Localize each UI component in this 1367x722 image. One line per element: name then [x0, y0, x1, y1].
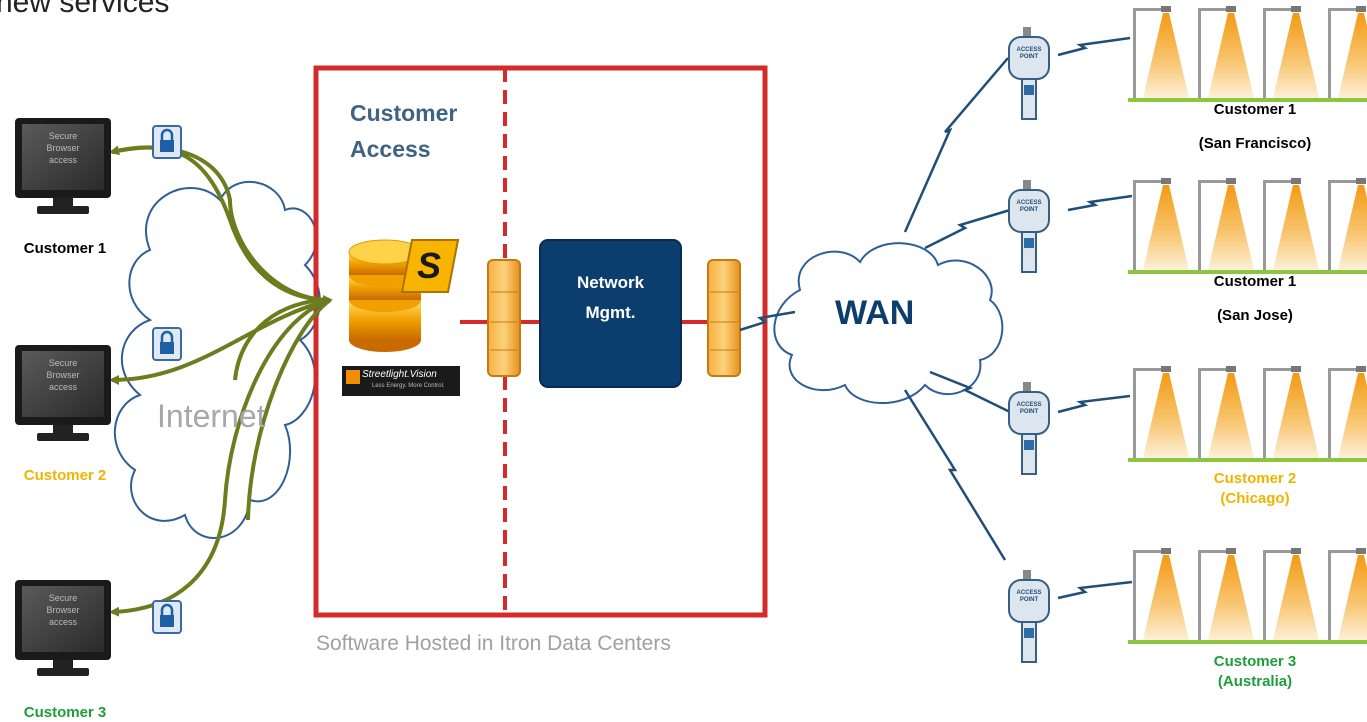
streetlight-vision-database-icon: [342, 239, 460, 396]
left-customer-3-label: Customer 3: [23, 704, 107, 721]
monitor-screen-line: access: [48, 155, 77, 165]
access-point-label-line: POINT: [1019, 597, 1039, 603]
access-point-icon: [1008, 27, 1050, 120]
access-point-label-line: ACCESS: [1016, 200, 1042, 206]
ground-line: [1128, 270, 1367, 274]
monitor-screen-line: access: [48, 617, 77, 627]
monitor-screen-line: Secure: [48, 358, 78, 368]
left-customer-1-label: Customer 1: [23, 240, 107, 257]
monitor-screen-text: Secure Browser access: [30, 592, 96, 628]
site-1-location: (San Francisco): [1198, 135, 1312, 152]
network-mgmt-line1: Network: [576, 273, 645, 292]
lock-icon: [152, 125, 182, 159]
monitor-screen-line: Browser: [46, 143, 80, 153]
access-point-label-line: ACCESS: [1016, 402, 1042, 408]
ground-line: [1128, 640, 1367, 644]
site-4-location: (Australia): [1217, 673, 1293, 690]
firewall-right-icon: [707, 259, 741, 377]
monitor-screen-text: Secure Browser access: [30, 357, 96, 393]
access-point-icon: [1008, 180, 1050, 273]
streetlight-icon: [1198, 548, 1254, 640]
firewall-left-icon: [487, 259, 521, 377]
access-point-label-line: ACCESS: [1016, 47, 1042, 53]
customer-access-label: Customer Access: [350, 95, 457, 167]
streetlight-icon: [1263, 548, 1319, 640]
streetlight-icon: [1198, 6, 1254, 98]
streetlight-icon: [1133, 548, 1189, 640]
lock-icon: [152, 327, 182, 361]
product-logo-tagline: Less Energy. More Control.: [372, 383, 445, 389]
access-point-label-line: POINT: [1019, 207, 1039, 213]
site-3-name: Customer 2: [1213, 470, 1297, 487]
access-point-label: ACCESS POINT: [1009, 47, 1049, 61]
streetlight-groups: [1128, 6, 1367, 644]
product-letter: S: [417, 245, 442, 286]
lock-icon: [152, 600, 182, 634]
monitor-screen-text: Secure Browser access: [30, 130, 96, 166]
streetlight-icon: [1133, 366, 1189, 458]
streetlight-icon: [1133, 178, 1189, 270]
streetlight-icon: [1263, 178, 1319, 270]
wan-cloud-label: WAN: [835, 294, 915, 332]
site-3-location: (Chicago): [1220, 490, 1290, 507]
streetlight-icon: [1263, 6, 1319, 98]
wireless-links: [739, 36, 1133, 600]
ground-line: [1128, 458, 1367, 462]
access-point-label: ACCESS POINT: [1009, 402, 1049, 416]
monitor-screen-line: Secure: [48, 131, 78, 141]
monitor-screen-line: Browser: [46, 605, 80, 615]
site-4-label: Customer 3 (Australia): [1160, 652, 1350, 692]
ground-line: [1128, 98, 1367, 102]
streetlight-icon: [1198, 178, 1254, 270]
hosting-caption: Software Hosted in Itron Data Centers: [316, 632, 671, 655]
access-point-label-line: POINT: [1019, 409, 1039, 415]
monitor-screen-line: Secure: [48, 593, 78, 603]
network-mgmt-box: [539, 239, 682, 388]
page-title-fragment: new services: [0, 0, 170, 19]
network-mgmt-label: Network Mgmt.: [540, 268, 681, 328]
site-3-label: Customer 2 (Chicago): [1160, 469, 1350, 509]
site-1-name: Customer 1: [1213, 101, 1297, 118]
monitor-icon: [15, 580, 111, 676]
access-point-label: ACCESS POINT: [1009, 200, 1049, 214]
access-point-icon: [1008, 570, 1050, 663]
monitor-screen-line: access: [48, 382, 77, 392]
site-1-label: Customer 1 (San Francisco): [1160, 101, 1350, 153]
network-mgmt-line2: Mgmt.: [585, 303, 636, 322]
monitor-screen-line: Browser: [46, 370, 80, 380]
access-point-label-line: POINT: [1019, 54, 1039, 60]
hosting-box: [313, 65, 768, 618]
product-logo-text: Streetlight.Vision: [362, 369, 437, 380]
internet-cloud: [113, 181, 321, 539]
customer-access-line2: Access: [350, 136, 431, 162]
site-2-name: Customer 1: [1213, 273, 1297, 290]
streetlight-icon: [1133, 6, 1189, 98]
streetlight-icon: [1328, 366, 1367, 458]
streetlight-icon: [1328, 548, 1367, 640]
streetlight-icon: [1198, 366, 1254, 458]
customer-access-line1: Customer: [350, 100, 458, 126]
site-4-name: Customer 3: [1213, 653, 1297, 670]
access-point-icon: [1008, 382, 1050, 475]
monitor-icon: [15, 118, 111, 214]
access-point-label: ACCESS POINT: [1009, 590, 1049, 604]
streetlight-icon: [1328, 6, 1367, 98]
left-customer-2-label: Customer 2: [23, 467, 107, 484]
monitor-icon: [15, 345, 111, 441]
site-2-location: (San Jose): [1217, 307, 1293, 324]
streetlight-icon: [1328, 178, 1367, 270]
access-point-label-line: ACCESS: [1016, 590, 1042, 596]
wan-cloud: [773, 242, 1004, 404]
internet-cloud-label: Internet: [157, 398, 266, 434]
streetlight-icon: [1263, 366, 1319, 458]
site-2-label: Customer 1 (San Jose): [1160, 273, 1350, 325]
